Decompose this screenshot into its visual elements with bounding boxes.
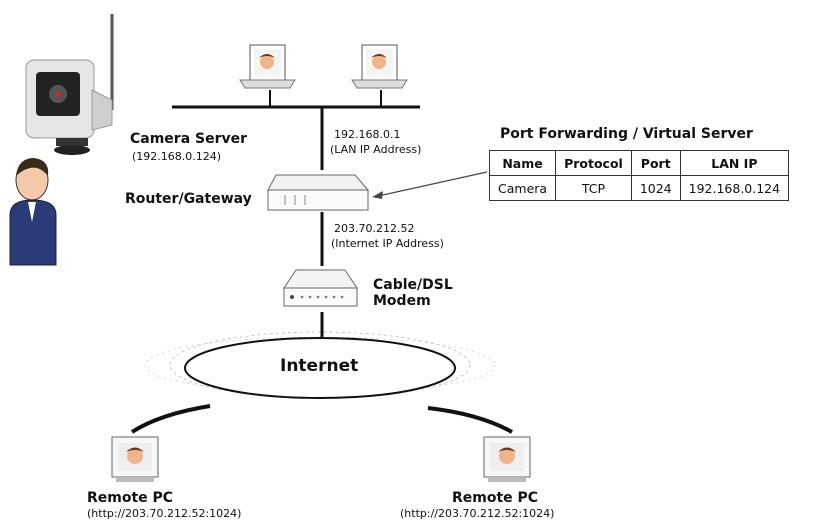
wan-ip: 203.70.212.52 <box>334 222 415 235</box>
table-row: Camera TCP 1024 192.168.0.124 <box>488 175 790 201</box>
col-header-name: Name <box>488 150 557 176</box>
lan-pc-icon <box>239 44 296 89</box>
ip-camera-icon <box>25 14 114 155</box>
camera-server-ip: (192.168.0.124) <box>132 150 222 163</box>
internet-cloud-icon <box>144 331 496 399</box>
cell-name: Camera <box>488 175 557 201</box>
lan-ip: 192.168.0.1 <box>334 128 401 141</box>
camera-server-title: Camera Server <box>130 131 248 147</box>
col-header-port: Port <box>630 150 681 176</box>
port-forwarding-table: Name Protocol Port LAN IP Camera TCP 102… <box>488 150 790 201</box>
remote-pc-url-left: (http://203.70.212.52:1024) <box>87 507 242 520</box>
router-label: Router/Gateway <box>125 191 252 207</box>
modem-label-line2: Modem <box>373 293 431 309</box>
col-header-protocol: Protocol <box>555 150 632 176</box>
lan-ip-label: (LAN IP Address) <box>330 143 422 156</box>
lan-pc-icon <box>351 44 408 89</box>
cell-protocol: TCP <box>555 175 632 201</box>
internet-label: Internet <box>280 356 359 376</box>
cell-lan-ip: 192.168.0.124 <box>679 175 790 201</box>
person-icon <box>9 158 57 266</box>
modem-label-line1: Cable/DSL <box>373 277 453 293</box>
remote-pc-label-right: Remote PC <box>452 490 539 506</box>
table-header-row: Name Protocol Port LAN IP <box>488 150 790 176</box>
modem-icon <box>283 269 358 307</box>
remote-pc-label-left: Remote PC <box>87 490 174 506</box>
col-header-lan-ip: LAN IP <box>679 150 790 176</box>
port-forwarding-title: Port Forwarding / Virtual Server <box>500 126 753 142</box>
wan-ip-label: (Internet IP Address) <box>331 237 444 250</box>
modem-label: Cable/DSL Modem <box>373 277 453 309</box>
remote-pc-icon <box>483 436 531 482</box>
remote-pc-url-right: (http://203.70.212.52:1024) <box>400 507 555 520</box>
remote-pc-icon <box>111 436 159 482</box>
router-icon <box>267 174 370 211</box>
cell-port: 1024 <box>630 175 681 201</box>
